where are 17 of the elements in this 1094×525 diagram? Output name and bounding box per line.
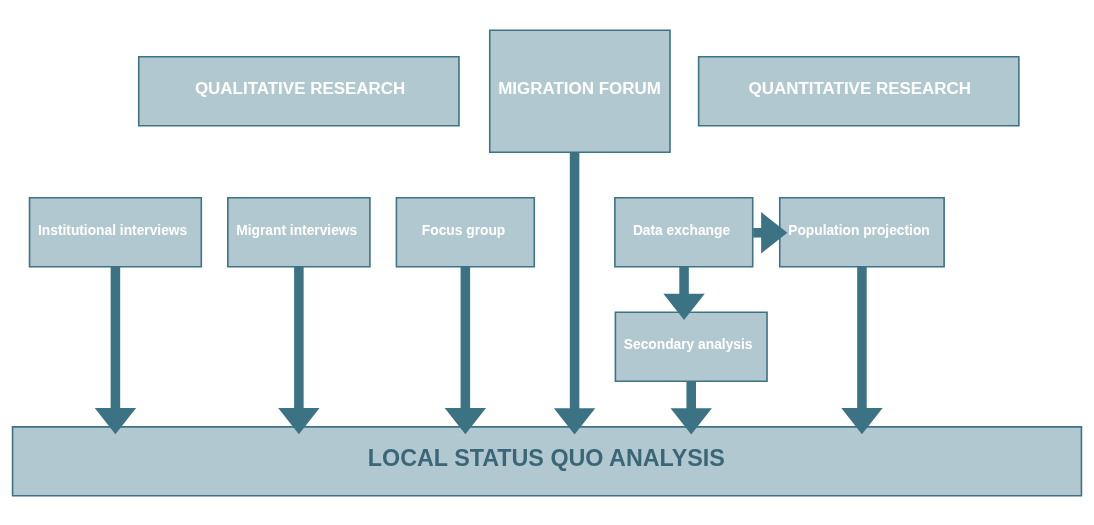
arrow [444, 266, 487, 434]
arrow [94, 266, 137, 434]
node-box: MIGRATION FORUM [488, 28, 671, 153]
node-box: LOCAL STATUS QUO ANALYSIS [11, 425, 1083, 497]
arrow [278, 266, 320, 434]
node-box: QUANTITATIVE RESEARCH [697, 55, 1020, 126]
node-box: Focus group [395, 196, 536, 267]
node-box: Population projection [778, 196, 945, 267]
node-box: Migrant interviews [227, 196, 371, 267]
node-box: Institutional interviews [28, 196, 203, 267]
node-box: QUALITATIVE RESEARCH [137, 55, 460, 126]
arrow [553, 151, 596, 435]
arrow [663, 266, 705, 320]
node-box: Data exchange [614, 196, 754, 267]
arrow [841, 266, 883, 434]
node-box: Secondary analysis [614, 311, 768, 382]
arrow [670, 380, 712, 434]
